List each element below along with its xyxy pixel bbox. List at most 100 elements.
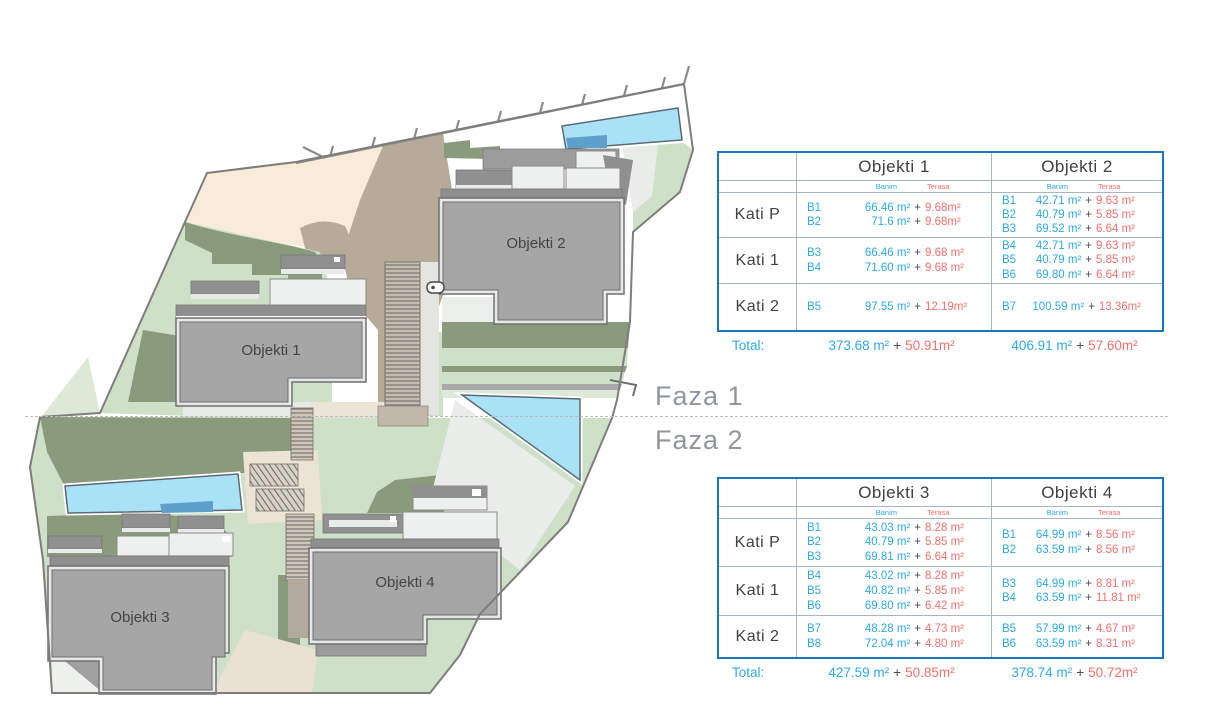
unit-banim: 40.79 m² [864,536,911,549]
total-objekti-4: 378.74 m² + 50.72m² [1011,665,1138,680]
unit-uid: B3 [807,247,822,260]
total-row: Total: 373.68 m² + 50.91m² 406.91 m² + 5… [717,338,1164,353]
unit-uid: B4 [807,570,822,583]
banim-label: Banim [875,182,897,191]
unit-plus: + [914,261,921,274]
unit-banim: 66.46 m² [864,201,911,214]
unit-uid: B4 [1002,592,1017,605]
unit-plus: + [914,247,921,260]
subheader-objekti-4: Banim Terasa [991,506,1162,518]
unit-banim: 48.28 m² [864,623,911,636]
unit-plus: + [914,300,921,313]
building-label-objekti-1: Objekti 1 [241,342,300,359]
unit-uid: B6 [807,599,822,612]
unit-terasa: 4.80 m² [925,637,964,650]
unit-terasa: 8.28 m² [925,521,964,534]
total-objekti-2: 406.91 m² + 57.60m² [1011,338,1138,353]
phase-divider-line [25,416,1168,417]
unit-terasa: 5.85 m² [925,584,964,597]
building-objekti-2: Objekti 2 [438,140,633,325]
unit-banim: 64.99 m² [1035,529,1082,542]
building-label-objekti-2: Objekti 2 [506,235,565,252]
unit-banim: 100.59 m² [1032,300,1085,313]
pool-top [558,104,686,153]
unit-terasa: 9.68 m² [925,261,964,274]
unit-terasa: 8.31 m² [1096,637,1135,650]
row-header-kati-2: Kati 2 [719,283,796,330]
unit-banim: 40.79 m² [1035,254,1082,267]
unit-uid: B4 [1002,240,1017,253]
area-table-faza2: Objekti 3 Objekti 4 Banim Terasa Banim T… [717,477,1164,680]
unit-banim: 69.81 m² [864,551,911,564]
row-header-kati-2: Kati 2 [719,615,796,657]
unit-terasa: 6.42 m² [925,599,964,612]
unit-plus: + [914,637,921,650]
unit-banim: 43.02 m² [864,570,911,583]
site-boundary [29,83,694,694]
unit-uid: B7 [1002,300,1017,313]
unit-terasa: 12.19m² [925,300,968,313]
row-header-kati-p: Kati P [719,192,796,237]
unit-plus: + [914,570,921,583]
unit-plus: + [1085,223,1092,235]
unit-uid: B3 [807,551,822,564]
column-header-objekti-4: Objekti 4 [991,479,1162,506]
unit-uid: B5 [807,300,822,313]
unit-plus: + [1085,195,1092,207]
unit-banim: 69.80 m² [864,599,911,612]
unit-uid: B2 [1002,543,1017,556]
unit-terasa: 9.68 m² [925,247,964,260]
subheader-objekti-2: Banim Terasa [991,180,1162,192]
unit-uid: B6 [1002,268,1017,281]
unit-terasa: 9.63 m² [1096,240,1135,253]
unit-plus: + [1085,637,1092,650]
unit-terasa: 8.28 m² [925,570,964,583]
column-header-objekti-2: Objekti 2 [991,153,1162,180]
corner-cell [719,479,796,506]
unit-banim: 40.79 m² [1035,209,1082,221]
site-plan-drawing: Objekti 1 Objekti 2 [29,65,694,695]
phase-label-faza1: Faza 1 [655,381,744,411]
row-header-kati-p: Kati P [719,518,796,566]
unit-plus: + [1088,300,1095,313]
unit-banim: 64.99 m² [1035,577,1082,590]
phase-label-faza2: Faza 2 [655,425,744,455]
stairs [249,261,439,638]
unit-banim: 42.71 m² [1035,240,1082,253]
row-header-kati-1: Kati 1 [719,566,796,615]
unit-uid: B5 [1002,254,1017,267]
unit-plus: + [1085,209,1092,221]
unit-terasa: 6.64 m² [1096,268,1135,281]
area-table-faza1: Objekti 1 Objekti 2 Banim Terasa Banim T… [717,151,1164,353]
unit-banim: 71.60 m² [864,261,911,274]
unit-terasa: 8.81 m² [1096,577,1135,590]
unit-plus: + [914,551,921,564]
unit-terasa: 6.64 m² [925,551,964,564]
unit-banim: 66.46 m² [864,247,911,260]
unit-terasa: 5.85 m² [1096,254,1135,267]
unit-banim: 42.71 m² [1035,195,1082,207]
unit-uid: B2 [1002,209,1017,221]
unit-banim: 57.99 m² [1035,623,1082,636]
unit-row: B4 43.02 m²+8.28 m² [807,569,983,584]
unit-plus: + [1085,254,1092,267]
unit-uid: B7 [807,623,822,636]
unit-plus: + [914,216,921,229]
terasa-label: Terasa [1098,182,1121,191]
